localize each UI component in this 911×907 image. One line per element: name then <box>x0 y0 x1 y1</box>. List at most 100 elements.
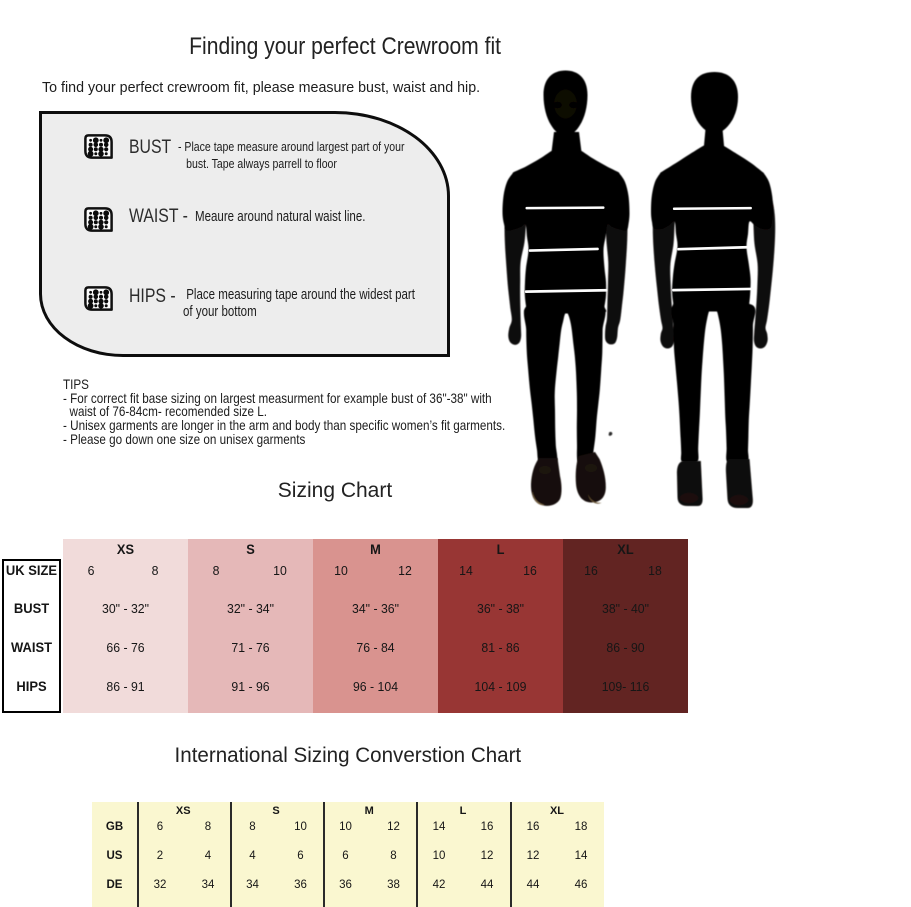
waist-value: 86 - 90 <box>606 639 645 655</box>
measurement-guide-box: BUST - Place tape measure around largest… <box>39 111 450 357</box>
measure-desc-hips: Place measuring tape around the widest p… <box>183 287 416 320</box>
title-wrap: Finding your perfect Crewroom fit <box>0 33 690 61</box>
intl-size-value: 8 <box>390 849 397 862</box>
intl-size-value: 10 <box>339 820 352 833</box>
size-column-header: L <box>496 541 505 557</box>
tape-measure-icon <box>84 285 113 311</box>
intl-size-value: 34 <box>201 878 215 891</box>
size-column-4: XL 16 18 38" - 40" 86 - 90 109- 116 <box>563 539 688 713</box>
intl-size-value: 32 <box>153 878 167 891</box>
size-row-label: BUST <box>13 600 50 616</box>
waist-value: 81 - 86 <box>481 639 520 655</box>
intl-divider <box>322 802 325 907</box>
intl-divider <box>229 802 232 907</box>
intl-size-value: 46 <box>574 878 588 891</box>
waist-value: 71 - 76 <box>231 639 270 655</box>
uk-size-row: 14 16 <box>438 562 563 578</box>
measure-desc-bust: - Place tape measure around largest part… <box>177 138 405 171</box>
hips-value: 104 - 109 <box>474 679 527 694</box>
measure-label-hips: HIPS - <box>129 284 176 307</box>
bust-value: 30" - 32" <box>102 600 149 616</box>
intl-size-value: 14 <box>432 820 446 833</box>
size-column-header: XS <box>116 541 135 557</box>
intl-size-value: 6 <box>297 849 304 862</box>
figure-back-silhouette <box>651 72 776 508</box>
waist-value: 76 - 84 <box>356 639 395 655</box>
front-measure-lines <box>524 206 608 293</box>
uk-size-value: 12 <box>397 562 412 578</box>
uk-size-value: 8 <box>151 562 158 578</box>
uk-size-value: 10 <box>334 562 348 578</box>
bust-value: 36" - 38" <box>477 600 524 616</box>
intl-size-value: 10 <box>294 820 307 833</box>
intl-size-value: 18 <box>574 820 588 833</box>
sizing-chart-heading: Sizing Chart <box>277 479 393 503</box>
intl-column-header: M <box>364 804 374 817</box>
tape-measure-icon <box>84 133 113 159</box>
intl-size-value: 10 <box>432 849 446 862</box>
bust-value: 32" - 34" <box>227 600 274 616</box>
size-column-header: S <box>246 541 255 557</box>
uk-size-value: 10 <box>272 562 287 578</box>
front-face-shading <box>553 89 578 119</box>
size-row-label: WAIST <box>10 639 53 655</box>
uk-size-value: 14 <box>459 562 473 578</box>
intl-row-label: GB <box>105 820 124 833</box>
intl-heading-wrap: International Sizing Converstion Chart <box>0 744 696 768</box>
intl-divider <box>416 802 418 907</box>
uk-size-row: 16 18 <box>563 562 688 578</box>
intl-size-value: 44 <box>526 878 540 891</box>
intl-size-value: 42 <box>432 878 446 891</box>
size-column-header: XL <box>617 541 634 557</box>
intl-size-value: 16 <box>480 820 494 833</box>
tape-measure-icon <box>84 206 113 232</box>
sizing-heading-wrap: Sizing Chart <box>0 479 670 503</box>
uk-size-row: 6 8 <box>63 562 188 578</box>
tips-text: TIPS - For correct fit base sizing on la… <box>63 376 506 447</box>
uk-size-value: 6 <box>87 562 95 578</box>
intl-size-value: 12 <box>526 849 540 862</box>
back-shoes <box>676 459 753 508</box>
intl-size-value: 38 <box>387 878 400 891</box>
uk-size-row: 8 10 <box>188 562 313 578</box>
intl-divider <box>510 802 512 907</box>
size-column-0: XS 6 8 30" - 32" 66 - 76 86 - 91 <box>63 539 188 713</box>
intl-row-label: US <box>106 849 123 862</box>
intl-chart-heading: International Sizing Converstion Chart <box>174 743 522 767</box>
uk-size-value: 16 <box>522 562 537 578</box>
intl-size-value: 44 <box>480 878 494 891</box>
hips-value: 109- 116 <box>601 679 650 694</box>
size-column-3: L 14 16 36" - 38" 81 - 86 104 - 109 <box>438 539 563 713</box>
intl-size-value: 4 <box>204 849 212 862</box>
figure-front-silhouette <box>502 70 630 506</box>
waist-value: 66 - 76 <box>106 639 145 655</box>
measure-desc-waist: Meaure around natural waist line. <box>195 209 366 226</box>
intl-column-header: L <box>459 804 467 817</box>
size-column-header: M <box>370 541 381 557</box>
size-column-1: S 8 10 32" - 34" 71 - 76 91 - 96 <box>188 539 313 713</box>
uk-size-value: 8 <box>212 562 220 578</box>
page-title: Finding your perfect Crewroom fit <box>189 32 501 60</box>
uk-size-value: 16 <box>584 562 598 578</box>
intl-size-value: 2 <box>156 849 164 862</box>
intl-size-value: 8 <box>204 820 212 833</box>
intl-column-header: S <box>272 804 280 817</box>
intl-size-value: 4 <box>249 849 256 862</box>
intl-size-value: 12 <box>387 820 400 833</box>
hips-value: 91 - 96 <box>231 679 270 694</box>
hips-value: 86 - 91 <box>106 679 145 694</box>
intro-text: To find your perfect crewroom fit, pleas… <box>42 80 481 97</box>
intl-divider <box>137 802 139 907</box>
intl-size-value: 36 <box>339 878 352 891</box>
hips-value: 96 - 104 <box>352 679 399 694</box>
sizing-chart-table: XS 6 8 30" - 32" 66 - 76 86 - 91 S 8 10 … <box>63 539 688 713</box>
bust-value: 34" - 36" <box>352 600 399 616</box>
measure-label-waist: WAIST - <box>129 205 188 228</box>
intl-size-value: 16 <box>526 820 540 833</box>
intl-size-value: 6 <box>342 849 349 862</box>
intl-column-header: XL <box>549 804 565 817</box>
back-measure-lines <box>672 206 754 292</box>
intl-size-value: 12 <box>480 849 494 862</box>
